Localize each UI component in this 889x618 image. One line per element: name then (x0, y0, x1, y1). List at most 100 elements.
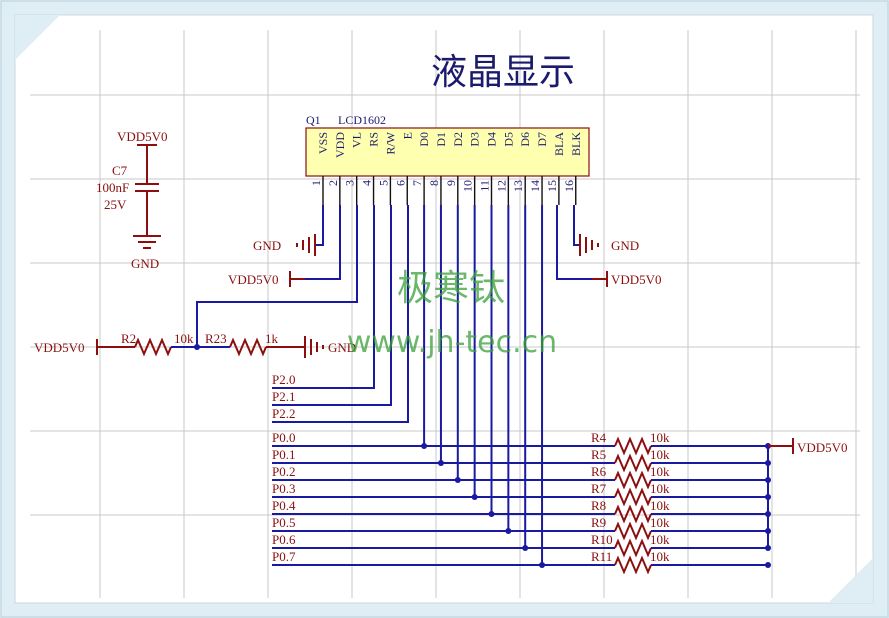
capacitor-c7: VDD5V0 C7 100nF 25V GND (96, 129, 168, 271)
data-net-label: P0.4 (272, 498, 296, 513)
pullup-resistor (614, 436, 652, 456)
pullup-resistor (614, 538, 652, 558)
pullup-value: 10k (650, 430, 670, 445)
lcd-pin-name: D3 (468, 132, 482, 147)
contrast-network: VDD5V0 R2 10k R23 1k GND (34, 205, 358, 358)
pullup-value: 10k (650, 481, 670, 496)
pullup-value: 10k (650, 532, 670, 547)
vdd-pullup-label: VDD5V0 (797, 440, 848, 455)
lcd-pin-name: R/W (383, 131, 397, 154)
lcd-pin-name: D0 (417, 132, 431, 147)
control-lines: P2.0 P2.1 P2.2 (272, 205, 409, 423)
lcd-pin-group: VSS1VDD2VL3RS4R/W5E6D07D18D29D310D411D51… (309, 131, 583, 205)
lcd-pin-number: 16 (562, 180, 576, 192)
cap-gnd-label: GND (131, 256, 159, 271)
net-p2-2: P2.2 (272, 406, 295, 421)
pullup-designator: R6 (591, 464, 607, 479)
pullup-resistor (614, 504, 652, 524)
pullup-designator: R10 (591, 532, 613, 547)
data-net-label: P0.0 (272, 430, 295, 445)
lcd-designator: Q1 (306, 113, 321, 127)
lcd-pin-name: E (400, 132, 414, 139)
page-title: 液晶显示 (431, 52, 575, 93)
pullup-designator: R9 (591, 515, 606, 530)
lcd1602-module (305, 127, 590, 177)
pullup-resistor (614, 453, 652, 473)
r2-value: 10k (174, 331, 194, 346)
lcd-pin-number: 8 (427, 180, 441, 186)
right-power-connections: GND VDD5V0 (556, 205, 662, 287)
lcd-pin-name: D2 (451, 132, 465, 147)
gnd-left-label: GND (253, 238, 281, 253)
data-net-label: P0.2 (272, 464, 295, 479)
lcd-pin-number: 13 (511, 180, 525, 192)
pullup-designator: R7 (591, 481, 607, 496)
cap-designator: C7 (112, 163, 128, 178)
lcd-pin-name: D6 (518, 132, 532, 147)
data-junction (488, 511, 495, 517)
net-p2-0: P2.0 (272, 372, 295, 387)
pullup-resistor (614, 521, 652, 541)
lcd-pin-number: 15 (545, 180, 559, 192)
pullup-value: 10k (650, 549, 670, 564)
r23-resistor (229, 337, 267, 357)
r23-value: 1k (265, 331, 279, 346)
lcd-pin-number: 6 (393, 180, 407, 186)
lcd-pin-number: 1 (309, 180, 323, 186)
lcd-pin-name: VDD (333, 132, 347, 158)
lcd-pin-number: 11 (478, 180, 492, 192)
lcd-pin-name: BLK (569, 132, 583, 156)
drawing-area (14, 14, 874, 604)
vdd-right-label: VDD5V0 (611, 272, 662, 287)
data-net-label: P0.3 (272, 481, 295, 496)
lcd-pin-name: D5 (501, 132, 515, 147)
vdd-left-label: VDD5V0 (228, 272, 279, 287)
cap-vdd-label: VDD5V0 (117, 129, 168, 144)
vdd-contrast-label: VDD5V0 (34, 340, 85, 355)
r23-designator: R23 (205, 331, 227, 346)
data-junction (471, 494, 478, 500)
r2-designator: R2 (121, 331, 136, 346)
data-junction (505, 528, 512, 534)
pullup-designator: R5 (591, 447, 606, 462)
lcd-part-name: LCD1602 (338, 113, 386, 127)
r2-resistor (134, 337, 172, 357)
watermark-cn: 极寒钛 (397, 268, 505, 309)
data-net-label: P0.7 (272, 549, 296, 564)
lcd-pin-name: D4 (485, 132, 499, 147)
pullup-supply: VDD5V0 (767, 438, 848, 548)
data-junction (539, 562, 546, 568)
left-power-connections: GND VDD5V0 (228, 205, 341, 287)
data-net-label: P0.5 (272, 515, 295, 530)
lcd-pin-number: 14 (528, 180, 542, 192)
watermark-url: www.jh-tec.cn (347, 325, 557, 360)
data-net-label: P0.6 (272, 532, 296, 547)
net-p2-1: P2.1 (272, 389, 295, 404)
data-junction (454, 477, 461, 483)
pullup-designator: R8 (591, 498, 606, 513)
gnd-right-label: GND (611, 238, 639, 253)
pullup-value: 10k (650, 447, 670, 462)
data-net-label: P0.1 (272, 447, 295, 462)
data-junction (522, 545, 529, 551)
lcd-pin-name: BLA (552, 132, 566, 156)
pullup-designator: R11 (591, 549, 612, 564)
lcd-pin-number: 10 (461, 180, 475, 192)
corner-accent-br (828, 558, 873, 603)
lcd-pin-number: 4 (360, 180, 374, 186)
lcd-pin-number: 9 (444, 180, 458, 186)
cap-value: 100nF (96, 180, 129, 195)
pullup-designator: R4 (591, 430, 607, 445)
pullup-resistor (614, 555, 652, 575)
corner-accent-tl (15, 15, 60, 60)
data-junction (421, 443, 428, 449)
data-junction (437, 460, 444, 466)
pullup-value: 10k (650, 498, 670, 513)
pullup-value: 10k (650, 464, 670, 479)
lcd-pin-number: 5 (376, 180, 390, 186)
lcd-pin-number: 12 (494, 180, 508, 192)
lcd-pin-name: D1 (434, 132, 448, 147)
lcd-pin-name: RS (367, 132, 381, 147)
